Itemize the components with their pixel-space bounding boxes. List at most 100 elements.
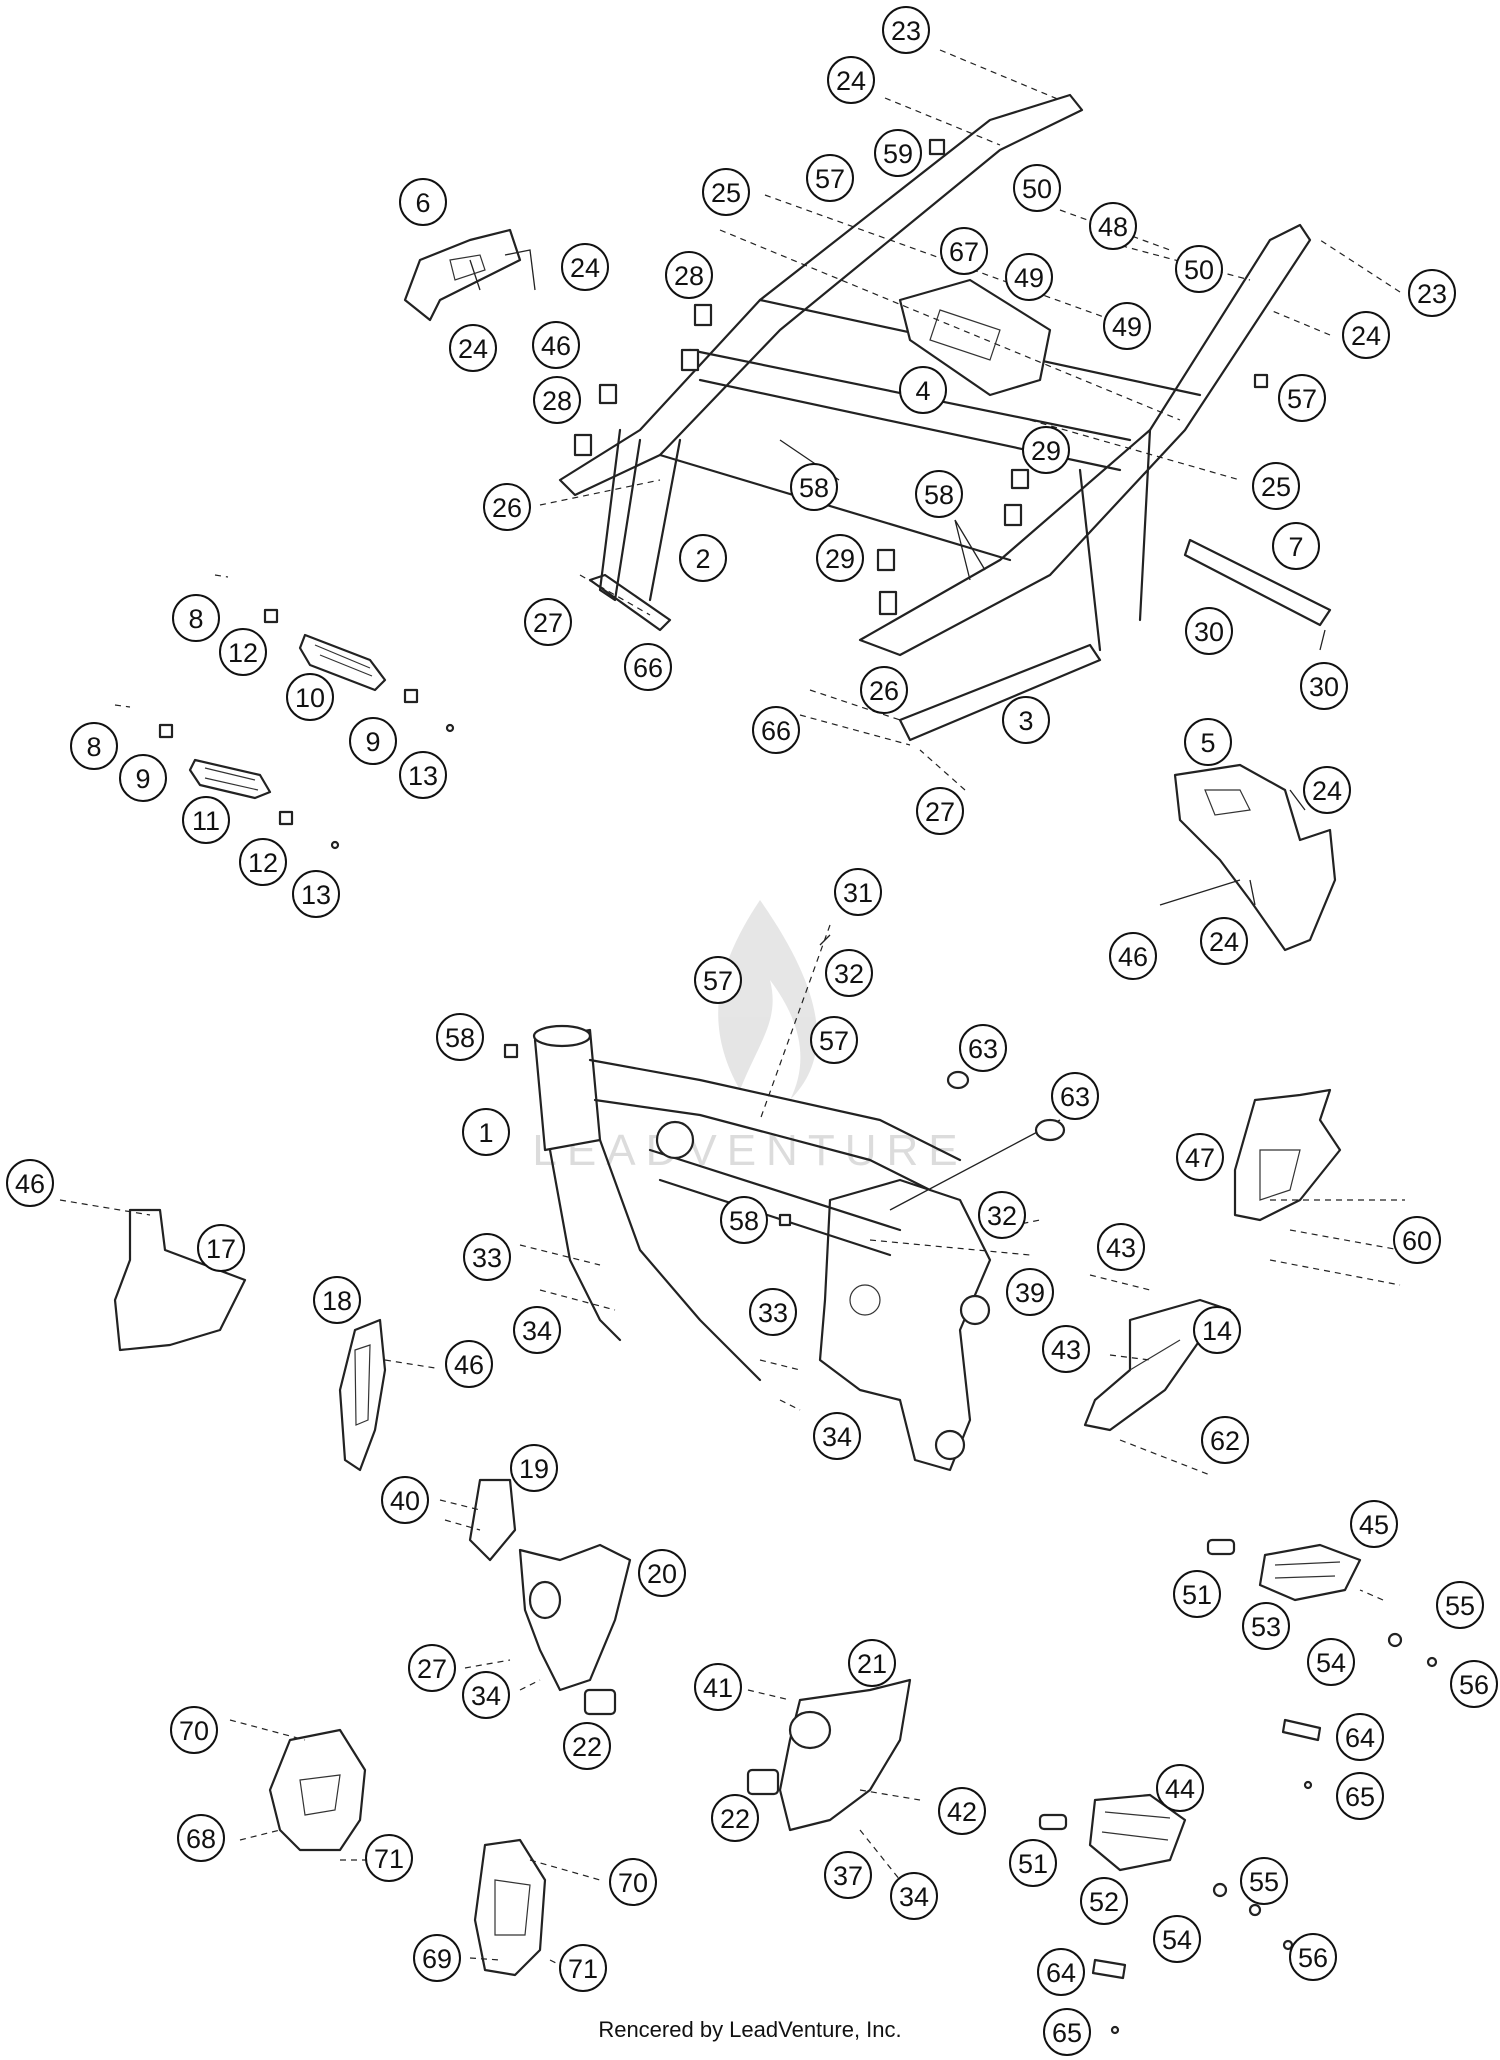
callout-circle	[1042, 1325, 1090, 1373]
footrest-bracket-19-20	[439, 1478, 632, 1716]
callout-13: 13	[399, 751, 447, 799]
callout-58: 58	[790, 463, 838, 511]
callout-number: 32	[834, 959, 864, 989]
callout-circle	[1103, 302, 1151, 350]
callout-circle	[365, 1834, 413, 1882]
callout-number: 55	[1249, 1867, 1279, 1897]
callout-number: 48	[1098, 212, 1128, 242]
callout-number: 52	[1089, 1887, 1119, 1917]
callout-number: 54	[1162, 1925, 1192, 1955]
callout-number: 34	[822, 1422, 852, 1452]
callout-27: 27	[524, 598, 572, 646]
callout-circle	[638, 1549, 686, 1597]
callout-circle	[6, 1159, 54, 1207]
callout-14: 14	[1193, 1306, 1241, 1354]
callout-number: 4	[915, 376, 930, 406]
callout-number: 23	[1417, 279, 1447, 309]
callout-number: 25	[711, 178, 741, 208]
callout-number: 28	[542, 386, 572, 416]
callout-number: 34	[522, 1316, 552, 1346]
callout-number: 40	[390, 1486, 420, 1516]
callout-number: 39	[1015, 1278, 1045, 1308]
callout-50: 50	[1175, 245, 1223, 293]
footrest-bracket-21	[746, 1678, 921, 1881]
callout-44: 44	[1156, 1764, 1204, 1812]
callout-circle	[1176, 1133, 1224, 1181]
callout-66: 66	[624, 643, 672, 691]
callout-number: 50	[1184, 255, 1214, 285]
callout-number: 58	[729, 1206, 759, 1236]
callout-24: 24	[1303, 766, 1351, 814]
callout-2: 2	[679, 534, 727, 582]
callout-57: 57	[1278, 374, 1326, 422]
callout-40: 40	[381, 1476, 429, 1524]
callout-circle	[1201, 1416, 1249, 1464]
callout-number: 59	[883, 139, 913, 169]
callout-circle	[694, 1663, 742, 1711]
callout-51: 51	[1009, 1839, 1057, 1887]
callout-number: 13	[408, 761, 438, 791]
callout-circle	[408, 1644, 456, 1692]
callout-50: 50	[1013, 164, 1061, 212]
callout-number: 14	[1202, 1316, 1232, 1346]
callout-12: 12	[239, 838, 287, 886]
bracket-17	[59, 1199, 247, 1352]
callout-circle	[806, 154, 854, 202]
callout-24: 24	[1200, 917, 1248, 965]
callout-number: 44	[1165, 1774, 1195, 1804]
callout-63: 63	[959, 1024, 1007, 1072]
callout-number: 20	[647, 1559, 677, 1589]
callout-24: 24	[1342, 311, 1390, 359]
callout-circle	[978, 1191, 1026, 1239]
callout-number: 70	[179, 1716, 209, 1746]
callout-number: 22	[572, 1732, 602, 1762]
callout-circle	[860, 666, 908, 714]
callout-54: 54	[1307, 1638, 1355, 1686]
bracket-6	[403, 228, 536, 322]
callout-number: 3	[1018, 706, 1033, 736]
callout-circle	[70, 722, 118, 770]
callout-number: 1	[478, 1118, 493, 1148]
callout-number: 7	[1288, 532, 1303, 562]
callout-57: 57	[810, 1016, 858, 1064]
callout-number: 32	[987, 1201, 1017, 1231]
callout-number: 29	[1031, 436, 1061, 466]
callout-number: 13	[301, 880, 331, 910]
callout-number: 34	[471, 1681, 501, 1711]
callout-number: 46	[15, 1169, 45, 1199]
callout-circle	[679, 534, 727, 582]
rear-subframe	[539, 49, 1401, 791]
callout-circle	[1436, 1581, 1484, 1629]
callout-71: 71	[365, 1834, 413, 1882]
callout-65: 65	[1043, 2008, 1091, 2056]
callout-number: 37	[833, 1861, 863, 1891]
callout-57: 57	[694, 956, 742, 1004]
callout-circle	[1109, 932, 1157, 980]
callout-number: 57	[819, 1026, 849, 1056]
callout-circle	[182, 796, 230, 844]
callout-9: 9	[349, 717, 397, 765]
callout-54: 54	[1153, 1915, 1201, 1963]
callout-number: 57	[703, 966, 733, 996]
callout-64: 64	[1336, 1713, 1384, 1761]
callout-number: 43	[1106, 1233, 1136, 1263]
callout-circle	[1002, 696, 1050, 744]
callout-circle	[816, 534, 864, 582]
callout-circle	[1408, 269, 1456, 317]
callout-number: 25	[1261, 472, 1291, 502]
callout-circle	[1080, 1877, 1128, 1925]
callout-number: 24	[570, 253, 600, 283]
callout-number: 60	[1402, 1226, 1432, 1256]
callout-29: 29	[1022, 426, 1070, 474]
callout-59: 59	[874, 129, 922, 177]
callout-number: 12	[248, 848, 278, 878]
callout-number: 71	[568, 1954, 598, 1984]
callout-number: 65	[1345, 1782, 1375, 1812]
callout-circle	[1097, 1223, 1145, 1271]
callout-number: 9	[135, 764, 150, 794]
callout-number: 30	[1194, 617, 1224, 647]
callout-circle	[720, 1196, 768, 1244]
callout-24: 24	[827, 56, 875, 104]
callout-circle	[561, 243, 609, 291]
